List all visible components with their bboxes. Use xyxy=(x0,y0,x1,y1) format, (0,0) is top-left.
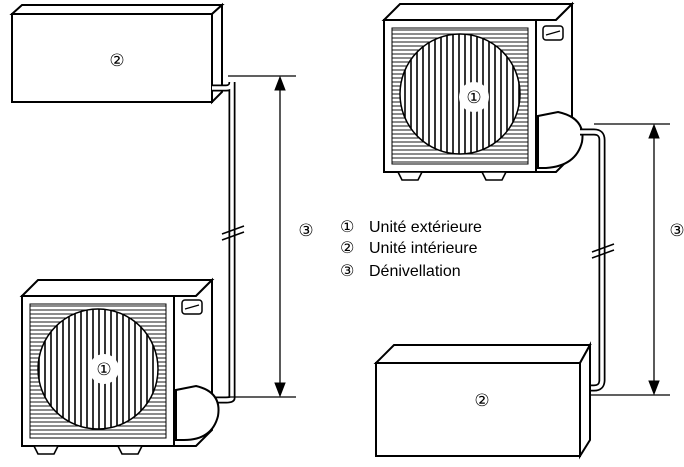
right-scenario: ① ③ ② xyxy=(373,1,684,460)
piping-right xyxy=(580,128,615,392)
outdoor-unit-marker: ① xyxy=(466,88,481,107)
legend-label-2: Unité intérieure xyxy=(369,240,478,257)
legend-marker-1: ① xyxy=(340,219,354,236)
legend-marker-3: ③ xyxy=(340,263,354,280)
left-scenario: ② ③ xyxy=(9,2,314,455)
outdoor-unit-left: ① xyxy=(19,277,220,455)
height-dimension-left xyxy=(228,75,296,398)
indoor-unit-right: ② xyxy=(373,341,592,460)
legend: ① Unité extérieure ② Unité intérieure ③ … xyxy=(340,219,482,280)
legend-marker-2: ② xyxy=(340,240,354,257)
outdoor-unit-marker: ① xyxy=(96,360,111,379)
indoor-unit-left: ② xyxy=(9,2,225,105)
outdoor-unit-right: ① xyxy=(381,1,584,181)
height-marker-right: ③ xyxy=(669,221,684,240)
legend-label-3: Dénivellation xyxy=(369,263,461,280)
height-marker-left: ③ xyxy=(298,221,313,240)
height-dimension-right xyxy=(590,123,670,396)
indoor-unit-marker: ② xyxy=(109,51,124,70)
indoor-unit-marker: ② xyxy=(474,391,489,410)
piping-left xyxy=(210,81,245,404)
legend-label-1: Unité extérieure xyxy=(369,219,482,236)
